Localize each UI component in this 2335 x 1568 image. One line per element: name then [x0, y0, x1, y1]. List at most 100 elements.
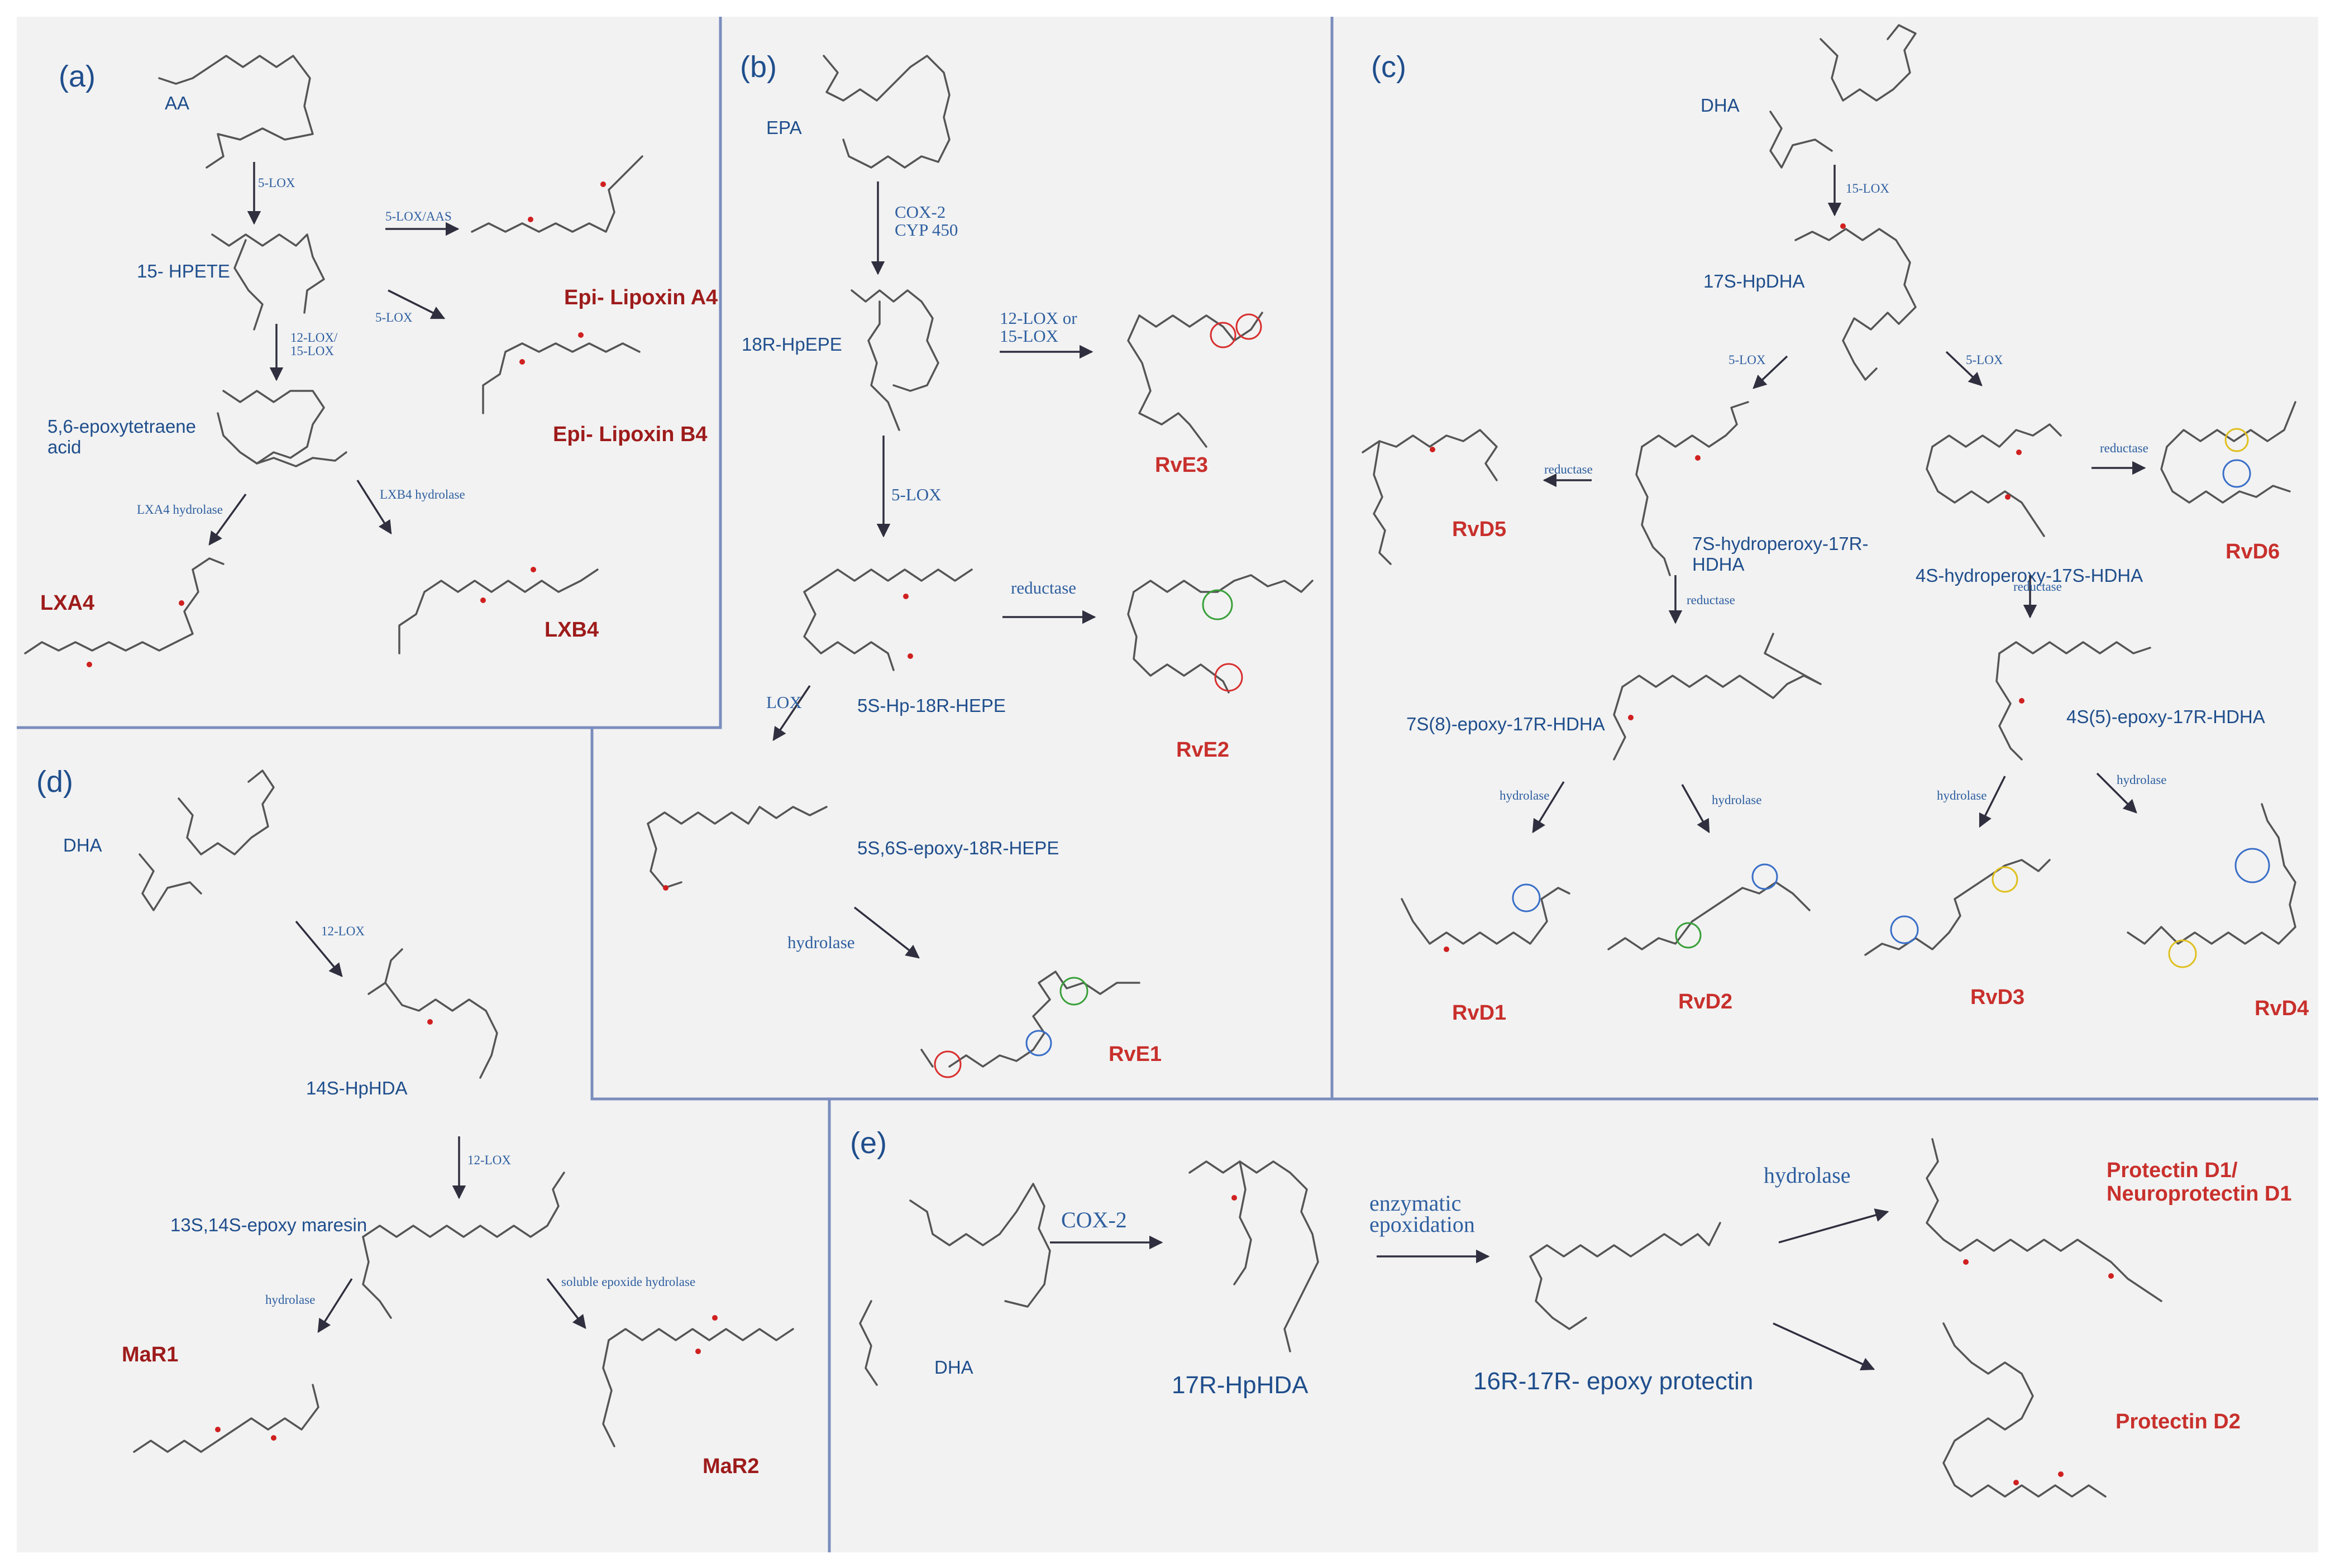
rvd5-structure — [1362, 429, 1498, 565]
epoxy-hepe-structure — [647, 806, 828, 891]
enzyme-hydrolase-d: hydrolase — [265, 1293, 315, 1307]
lxa4-label: LXA4 — [40, 591, 94, 615]
figure-background — [17, 17, 2318, 1552]
enzyme-reductase-c2: reductase — [1687, 593, 1735, 607]
enzyme-reductase-b: reductase — [1011, 578, 1076, 597]
arrow-epoxy-lxb4 — [356, 480, 392, 535]
epoxy-acid-label-2: acid — [47, 437, 82, 457]
rvd4-label: RvD4 — [2255, 997, 2309, 1020]
enzyme-lxb4-hydrolase: LXB4 hydrolase — [380, 487, 465, 501]
mar1-label: MaR1 — [122, 1343, 178, 1366]
mar2-structure — [602, 1315, 794, 1447]
lxb4-label: LXB4 — [545, 618, 599, 642]
epoxy-protectin-label: 16R-17R- epoxy protectin — [1473, 1368, 1753, 1395]
enzyme-5lox-c1: 5-LOX — [1728, 353, 1766, 367]
enzyme-12lox-d2: 12-LOX — [467, 1153, 511, 1167]
enzyme-5lox-b: 5-LOX — [375, 310, 413, 324]
rvd3-label: RvD3 — [1970, 986, 2024, 1009]
arrow-epoxy-pd1 — [1778, 1208, 1889, 1244]
panel-d: (d) DHA 12-LOX 14S-HpHDA 12-LOX 13S,14S-… — [36, 765, 794, 1478]
enzyme-seh: soluble epoxide hydrolase — [561, 1275, 695, 1289]
mar1-structure — [133, 1384, 319, 1453]
arrow-ep7-rvd1 — [1532, 781, 1565, 834]
epoxy-acid-label-1: 5,6-epoxytetraene — [47, 416, 196, 437]
enzyme-cox2-b: COX-2 — [895, 202, 946, 222]
enzyme-reductase-c1: reductase — [1544, 462, 1593, 476]
rve1-label: RvE1 — [1109, 1043, 1162, 1066]
pd1-structure — [1926, 1138, 2162, 1302]
pd1-label-1: Protectin D1/ — [2107, 1159, 2238, 1182]
hpete-structure — [211, 233, 325, 331]
enzyme-12lox: 12-LOX/ — [290, 331, 338, 345]
hpdha-c-structure — [1794, 223, 1917, 381]
dha-e-label: DHA — [934, 1357, 973, 1378]
ep7-label: 7S(8)-epoxy-17R-HDHA — [1406, 714, 1605, 734]
enzyme-cox2-e: COX-2 — [1061, 1207, 1127, 1232]
dha-c-label: DHA — [1701, 95, 1740, 116]
arrow-hpete-epilxb4 — [388, 289, 446, 319]
rvd2-label: RvD2 — [1678, 990, 1732, 1014]
hphda-e-label: 17R-HpHDA — [1172, 1371, 1309, 1399]
hp7-label-1: 7S-hydroperoxy-17R- — [1692, 533, 1868, 554]
enzyme-reductase-c4: reductase — [2013, 580, 2062, 594]
enzyme-5lox-b: 5-LOX — [891, 485, 942, 504]
epa-structure — [823, 55, 951, 169]
rvd3-structure — [1864, 859, 2051, 956]
enzyme-hydrolase-e: hydrolase — [1764, 1163, 1851, 1188]
panel-e: (e) DHA COX-2 17R-HpHDA enzymatic epoxid… — [850, 1126, 2291, 1498]
arrow-epoxy-mar2 — [546, 1278, 586, 1329]
arrow-ep4-rvd3 — [1979, 776, 2006, 828]
rve2-structure — [1127, 574, 1314, 694]
enzyme-hydrolase-b: hydrolase — [787, 933, 855, 952]
arrow-epoxy-mar1 — [317, 1278, 353, 1333]
rvd4-structure — [2127, 803, 2296, 968]
ep4-structure — [1995, 641, 2151, 761]
enzyme-lox-b: LOX — [766, 692, 802, 712]
aa-structure — [158, 55, 314, 169]
rvd6-structure — [2160, 401, 2296, 504]
enzyme-15lox-c: 15-LOX — [1846, 181, 1889, 195]
dha-d-structure — [139, 769, 275, 911]
hpepe-label: 18R-HpEPE — [742, 334, 842, 355]
epoxy-hepe-label: 5S,6S-epoxy-18R-HEPE — [857, 838, 1059, 858]
panel-c: (c) DHA 15-LOX 17S-HpDHA 5-LOX 5-LOX RvD… — [1362, 24, 2309, 1025]
arrow-hpdha-4s — [1945, 351, 1983, 386]
hp7-label-2: HDHA — [1692, 554, 1745, 575]
epoxy-maresin-structure — [362, 1172, 565, 1319]
rve3-structure — [1127, 312, 1263, 448]
hphda-e-structure — [1188, 1160, 1319, 1352]
hpdha-d-structure — [367, 948, 498, 1079]
panel-dividers — [17, 17, 2318, 1552]
dha-d-label: DHA — [63, 835, 102, 855]
arrow-hpdha-7s — [1753, 355, 1788, 389]
lxb4-structure — [398, 567, 599, 654]
enzyme-lxa4-hydrolase: LXA4 hydrolase — [137, 503, 223, 517]
enzyme-hydrolase-c2: hydrolase — [1712, 793, 1761, 807]
lxa4-structure — [24, 557, 225, 667]
hp-hepe-label: 5S-Hp-18R-HEPE — [857, 695, 1006, 716]
panel-a-label: (a) — [59, 60, 95, 93]
enzyme-hydrolase-c4: hydrolase — [2117, 773, 2166, 787]
arrow-dha-14s — [295, 920, 343, 977]
panel-d-label: (d) — [36, 765, 73, 799]
pd2-structure — [1942, 1322, 2107, 1498]
enzyme-cyp450: CYP 450 — [895, 220, 958, 240]
aa-label: AA — [165, 93, 189, 113]
enzyme-epoxidation: epoxidation — [1369, 1212, 1475, 1237]
hp4-structure — [1926, 423, 2062, 537]
arrow-ep4-rvd4 — [2096, 772, 2137, 814]
arrow-epoxy-pd2 — [1773, 1322, 1875, 1371]
ep7-structure — [1613, 633, 1822, 761]
epoxy-maresin-label: 13S,14S-epoxy maresin — [170, 1215, 367, 1235]
enzyme-15lox-b: 15-LOX — [1000, 326, 1058, 346]
enzyme-hydrolase-c1: hydrolase — [1500, 788, 1549, 802]
epi-lxb4-structure — [482, 332, 641, 414]
epoxy-protectin-structure — [1529, 1222, 1721, 1330]
rve3-label: RvE3 — [1155, 453, 1208, 477]
rvd5-label: RvD5 — [1452, 518, 1506, 541]
epoxy-acid-structure — [217, 390, 347, 467]
enzyme-5lox-a: 5-LOX — [258, 176, 295, 190]
rvd1-structure — [1401, 883, 1570, 952]
